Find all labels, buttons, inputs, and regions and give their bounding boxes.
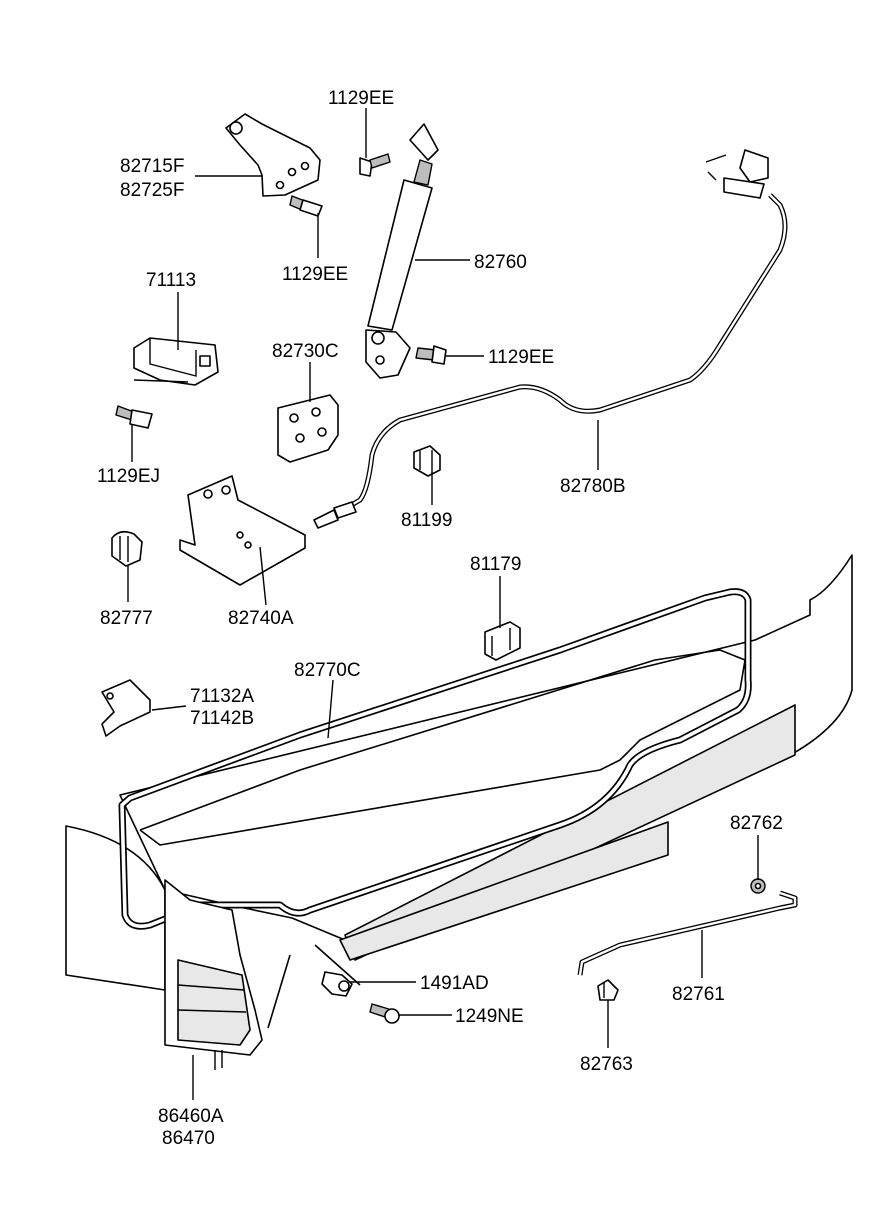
label-82760: 82760	[474, 252, 527, 273]
rod-82761	[577, 890, 798, 976]
label-81199: 81199	[401, 510, 452, 531]
label-1129ee-right: 1129EE	[488, 347, 554, 368]
label-82762: 82762	[730, 813, 783, 834]
label-82761: 82761	[672, 984, 725, 1005]
bolt-1129ee-mid	[289, 195, 323, 217]
label-82770c: 82770C	[294, 660, 361, 681]
screw-1249ne	[369, 1003, 400, 1024]
label-82740a: 82740A	[228, 608, 294, 629]
gas-strut-82760	[365, 123, 439, 379]
label-1129ee-top: 1129EE	[328, 88, 394, 109]
plate-82730c	[277, 394, 339, 463]
latch-bracket-82740a	[179, 475, 306, 586]
label-1129ee-mid: 1129EE	[282, 264, 348, 285]
label-82780b: 82780B	[560, 476, 626, 497]
label-1491ad: 1491AD	[420, 973, 489, 994]
bracket-71132a	[101, 679, 151, 737]
label-82725f: 82725F	[120, 180, 184, 201]
cable-82780b	[313, 149, 788, 529]
label-1249ne: 1249NE	[455, 1006, 524, 1027]
hinge-bracket-82715f	[225, 113, 321, 197]
clip-1491ad	[321, 971, 353, 997]
bracket-71113	[133, 337, 219, 386]
label-71142b: 71142B	[190, 708, 254, 729]
tailgate-panel	[65, 554, 853, 1029]
label-82730c: 82730C	[272, 341, 339, 362]
bumper-82777	[111, 530, 143, 567]
tail-lamp-86460a	[164, 879, 263, 1070]
clip-81179	[484, 621, 521, 661]
bolt-1129ej	[115, 405, 153, 429]
grommet-82762	[750, 878, 766, 894]
label-71132a: 71132A	[190, 686, 254, 707]
part-labels: 1129EE 82715F 82725F 1129EE 71113 82760 …	[97, 88, 783, 1149]
label-86460a: 86460A	[158, 1106, 224, 1127]
label-86470: 86470	[162, 1128, 215, 1149]
bolt-1129ee-right	[415, 345, 447, 365]
bolt-1129ee-top	[359, 153, 391, 177]
label-82715f: 82715F	[120, 156, 184, 177]
clip-81199	[413, 445, 441, 477]
label-71113: 71113	[146, 270, 196, 291]
clip-82763	[597, 979, 619, 1001]
label-1129ej: 1129EJ	[97, 466, 160, 487]
label-81179: 81179	[470, 554, 521, 575]
label-82777: 82777	[100, 608, 153, 629]
leader-lines	[127, 108, 759, 1100]
label-82763: 82763	[580, 1054, 633, 1075]
